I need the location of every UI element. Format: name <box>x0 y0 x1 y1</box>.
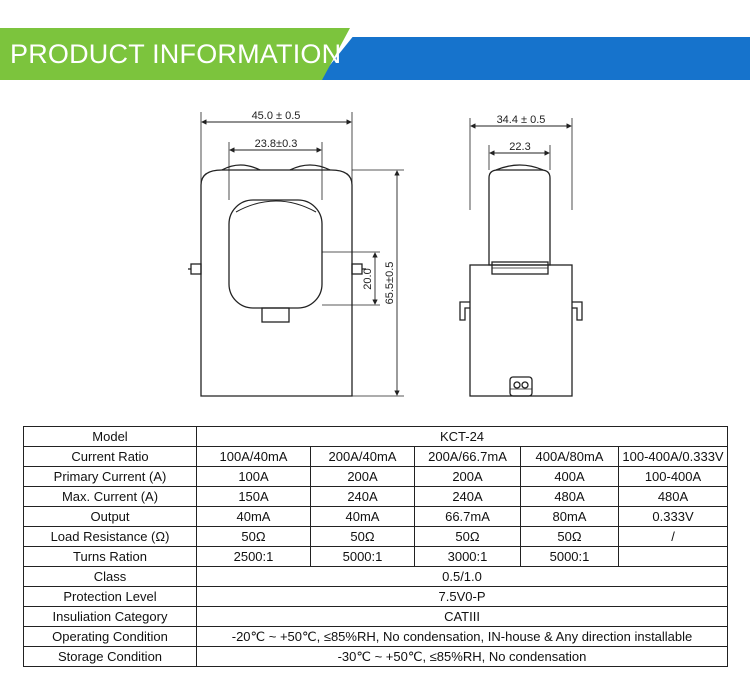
table-cell: 480A <box>520 486 619 507</box>
table-cell: 400A <box>520 466 619 487</box>
banner-green-stripe <box>0 28 350 80</box>
table-cell: 100A/40mA <box>196 446 311 467</box>
table-cell: 240A <box>310 486 415 507</box>
row-turns-ratio: Turns Ration 2500:1 5000:1 3000:1 5000:1 <box>23 546 729 567</box>
row-load-resistance: Load Resistance (Ω) 50Ω 50Ω 50Ω 50Ω / <box>23 526 729 547</box>
spec-table: Model KCT-24 Current Ratio 100A/40mA 200… <box>23 426 729 667</box>
table-cell: 200A <box>414 466 521 487</box>
row-output: Output 40mA 40mA 66.7mA 80mA 0.333V <box>23 506 729 527</box>
table-cell: 100-400A/0.333V <box>617 446 729 467</box>
table-cell: 480A <box>617 486 729 507</box>
table-cell: 40mA <box>196 506 311 527</box>
front-height-label: 65.5±0.5 <box>384 262 396 305</box>
row-max-current: Max. Current (A) 150A 240A 240A 480A 480… <box>23 486 729 507</box>
row-label: Insuliation Category <box>23 606 197 627</box>
front-inner-width-label: 23.8±0.3 <box>255 138 298 150</box>
insulation-category-value: CATIII <box>195 606 729 627</box>
table-cell: 240A <box>414 486 521 507</box>
row-primary-current: Primary Current (A) 100A 200A 200A 400A … <box>23 466 729 487</box>
dimension-drawing: 45.0 ± 0.5 23.8±0.3 65.5±0.5 20.0 34.4 ±… <box>188 110 583 397</box>
product-info-banner: PRODUCT INFORMATION <box>0 0 750 80</box>
table-cell: 0.333V <box>617 506 729 527</box>
row-label: Output <box>23 506 197 527</box>
table-cell: 50Ω <box>520 526 619 547</box>
table-cell: 50Ω <box>196 526 311 547</box>
operating-condition-value: -20℃ ~ +50℃, ≤85%RH, No condensation, IN… <box>195 626 729 647</box>
table-cell: 80mA <box>520 506 619 527</box>
class-value: 0.5/1.0 <box>195 566 729 587</box>
table-cell: 100A <box>196 466 311 487</box>
banner-blue-stripe <box>318 37 750 80</box>
side-inner-width-label: 22.3 <box>509 141 530 153</box>
table-cell: 50Ω <box>414 526 521 547</box>
table-cell: 3000:1 <box>414 546 521 567</box>
table-cell: 150A <box>196 486 311 507</box>
row-protection-level: Protection Level 7.5V0-P <box>23 586 729 607</box>
front-width-label: 45.0 ± 0.5 <box>252 110 301 122</box>
row-current-ratio: Current Ratio 100A/40mA 200A/40mA 200A/6… <box>23 446 729 467</box>
row-operating-condition: Operating Condition -20℃ ~ +50℃, ≤85%RH,… <box>23 626 729 647</box>
row-label: Current Ratio <box>23 446 197 467</box>
table-cell: 200A <box>310 466 415 487</box>
page-title: PRODUCT INFORMATION <box>10 39 342 69</box>
row-storage-condition: Storage Condition -30℃ ~ +50℃, ≤85%RH, N… <box>23 646 729 667</box>
table-cell: 2500:1 <box>196 546 311 567</box>
table-cell: 5000:1 <box>520 546 619 567</box>
table-cell: 66.7mA <box>414 506 521 527</box>
row-label: Storage Condition <box>23 646 197 667</box>
row-label: Protection Level <box>23 586 197 607</box>
table-cell: 200A/40mA <box>310 446 415 467</box>
row-label: Model <box>23 426 197 447</box>
row-label: Load Resistance (Ω) <box>23 526 197 547</box>
table-cell <box>617 546 729 567</box>
row-label: Max. Current (A) <box>23 486 197 507</box>
protection-level-value: 7.5V0-P <box>195 586 729 607</box>
side-view <box>459 118 583 397</box>
table-cell: / <box>617 526 729 547</box>
storage-condition-value: -30℃ ~ +50℃, ≤85%RH, No condensation <box>195 646 729 667</box>
table-cell: 200A/66.7mA <box>414 446 521 467</box>
table-cell: 40mA <box>310 506 415 527</box>
window-height-label: 20.0 <box>362 268 374 289</box>
table-cell: 50Ω <box>310 526 415 547</box>
row-class: Class 0.5/1.0 <box>23 566 729 587</box>
row-label: Operating Condition <box>23 626 197 647</box>
side-width-label: 34.4 ± 0.5 <box>497 114 546 126</box>
row-label: Class <box>23 566 197 587</box>
model-value: KCT-24 <box>195 426 729 447</box>
row-model: Model KCT-24 <box>23 426 729 447</box>
table-cell: 400A/80mA <box>520 446 619 467</box>
row-label: Turns Ration <box>23 546 197 567</box>
front-view <box>188 112 404 397</box>
table-cell: 100-400A <box>617 466 729 487</box>
row-insulation-category: Insuliation Category CATIII <box>23 606 729 627</box>
row-label: Primary Current (A) <box>23 466 197 487</box>
table-cell: 5000:1 <box>310 546 415 567</box>
